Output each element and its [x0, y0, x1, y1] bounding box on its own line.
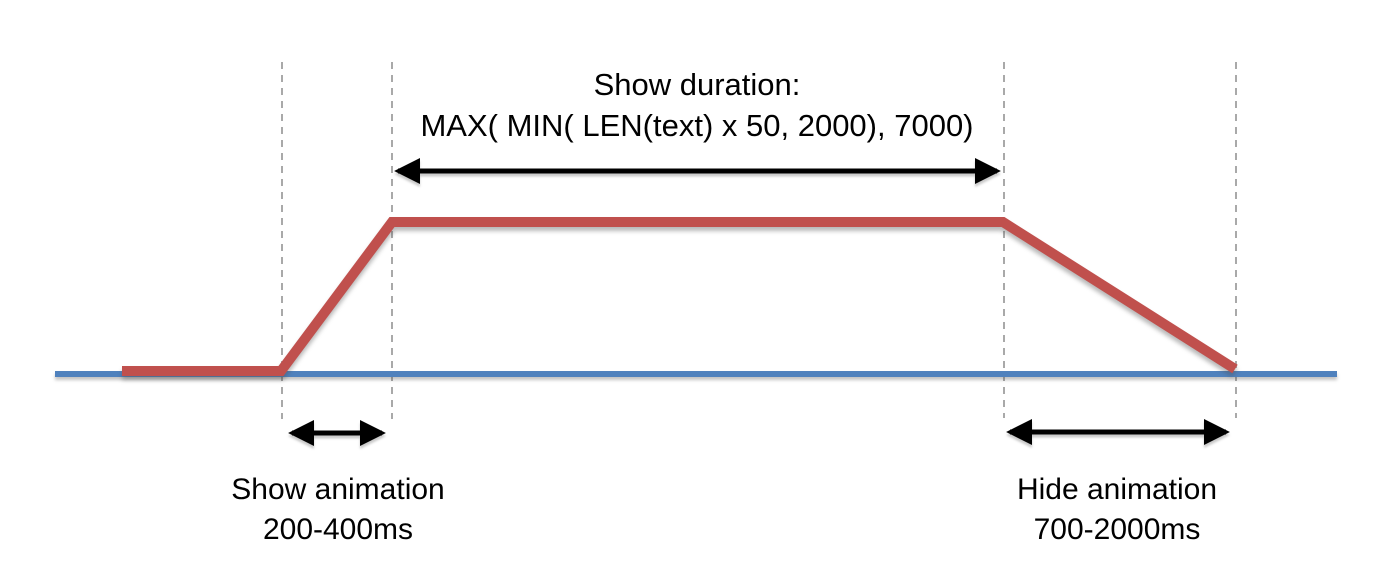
- show-duration-formula: MAX( MIN( LEN(text) x 50, 2000), 7000): [420, 108, 974, 143]
- show-duration-label: Show duration: MAX( MIN( LEN(text) x 50,…: [372, 64, 1022, 146]
- show-animation-range: 200-400ms: [262, 513, 414, 546]
- show-duration-title: Show duration:: [593, 67, 801, 102]
- hide-animation-label: Hide animation 700-2000ms: [967, 470, 1267, 550]
- hide-animation-title: Hide animation: [1016, 473, 1218, 506]
- visibility-signal-line: [122, 217, 1238, 376]
- show-animation-label: Show animation 200-400ms: [188, 470, 488, 550]
- show-animation-title: Show animation: [231, 473, 445, 506]
- hide-animation-range: 700-2000ms: [1033, 513, 1201, 546]
